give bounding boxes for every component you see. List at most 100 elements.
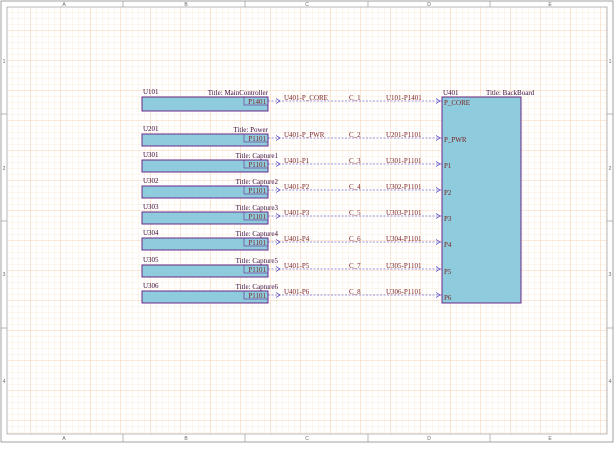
net-label: U401-P6 [284, 288, 310, 296]
net-label: U401-P1 [284, 157, 310, 165]
net-label: U401-P5 [284, 262, 310, 270]
block-title: Title: Capture4 [236, 230, 279, 238]
sheet-block-u201[interactable]: U201 Title: Power P1101 U401-P_PWR C_2 U… [141, 125, 442, 147]
block-ref: U302 [143, 177, 159, 185]
cap-label: C_2 [349, 131, 361, 139]
wire-arrow-icon [275, 213, 281, 219]
zone-labels-bottom: A B C D E [62, 436, 552, 442]
zone-label-e: E [548, 436, 552, 442]
net-label: U401-P_PWR [284, 131, 325, 139]
zone-label-c: C [305, 436, 309, 442]
dest-label: U301-P1101 [386, 157, 422, 165]
zone-label-1: 1 [609, 59, 612, 65]
zone-label-3: 3 [3, 272, 6, 278]
zone-label-b: B [184, 436, 188, 442]
wire-arrow-icon [275, 98, 281, 104]
block-ref: U101 [143, 88, 159, 96]
zone-labels-left: 1 2 3 4 [3, 59, 6, 385]
dest-label: U306-P1101 [386, 288, 422, 296]
block-title: Title: Power [233, 126, 268, 134]
zone-label-e: E [548, 2, 552, 8]
sheet-block-u302[interactable]: U302 Title: Capture2 P1101 U401-P2 C_4 U… [141, 177, 442, 199]
zone-label-a: A [62, 436, 66, 442]
block-title: Title: MainController [208, 89, 269, 97]
wire-arrow-icon [275, 135, 281, 141]
block-title: Title: Capture6 [236, 283, 279, 291]
zone-labels-top: A B C D E [62, 2, 552, 8]
zone-label-d: D [427, 436, 431, 442]
net-label: U401-P3 [284, 209, 310, 217]
zone-label-3: 3 [609, 272, 612, 278]
cap-label: C_3 [349, 157, 361, 165]
backboard-block[interactable]: U401 Title: BackBoard P_CORE P_PWR P1 P2… [441, 89, 535, 304]
wire-arrow-icon [435, 213, 441, 219]
block-title: Title: Capture5 [236, 257, 279, 265]
block-ref: U201 [143, 125, 159, 133]
zone-label-a: A [62, 2, 66, 8]
dest-label: U304-P1101 [386, 235, 422, 243]
block-port-label: P1101 [248, 187, 266, 195]
backboard-pin-p-core: P_CORE [444, 99, 470, 107]
backboard-pin-p4: P4 [444, 241, 452, 249]
wire-arrow-icon [435, 239, 441, 245]
wire-arrow-icon [275, 161, 281, 167]
cap-label: C_1 [349, 94, 361, 102]
block-title: Title: Capture3 [236, 204, 279, 212]
backboard-pin-p1: P1 [444, 162, 452, 170]
zone-label-d: D [427, 2, 431, 8]
wire-arrow-icon [275, 266, 281, 272]
dest-label: U305-P1101 [386, 262, 422, 270]
block-port-label: P1101 [248, 213, 266, 221]
sheet-block-u301[interactable]: U301 Title: Capture1 P1101 U401-P1 C_3 U… [141, 151, 442, 173]
dest-label: U101-P1401 [386, 94, 422, 102]
wire-arrow-icon [435, 292, 441, 298]
block-port-label: P1101 [248, 292, 266, 300]
zone-labels-right: 1 2 3 4 [609, 59, 612, 385]
backboard-body[interactable] [441, 96, 522, 304]
dest-label: U303-P1101 [386, 209, 422, 217]
zone-label-4: 4 [3, 379, 6, 385]
backboard-pin-p2: P2 [444, 189, 452, 197]
backboard-pin-p-pwr: P_PWR [444, 136, 467, 144]
block-ref: U305 [143, 256, 159, 264]
cap-label: C_8 [349, 288, 361, 296]
dest-label: U201-P1101 [386, 131, 422, 139]
sheet-block-u304[interactable]: U304 Title: Capture4 P1101 U401-P4 C_6 U… [141, 229, 442, 251]
block-ref: U306 [143, 282, 159, 290]
sheet-block-u303[interactable]: U303 Title: Capture3 P1101 U401-P3 C_5 U… [141, 203, 442, 225]
block-title: Title: Capture1 [236, 152, 279, 160]
wire-arrow-icon [435, 187, 441, 193]
block-title: Title: Capture2 [236, 178, 279, 186]
zone-label-1: 1 [3, 59, 6, 65]
net-label: U401-P4 [284, 235, 310, 243]
wire-arrow-icon [275, 187, 281, 193]
backboard-title: Title: BackBoard [486, 89, 535, 97]
dest-label: U302-P1101 [386, 183, 422, 191]
backboard-ref: U401 [443, 89, 459, 97]
block-ref: U303 [143, 203, 159, 211]
sheet-block-u101[interactable]: U101 Title: MainController P1401 U401-P_… [141, 88, 442, 112]
wire-arrow-icon [275, 292, 281, 298]
zone-markers-top [1, 1, 613, 442]
zone-label-2: 2 [3, 166, 6, 172]
block-port-label: P1101 [248, 239, 266, 247]
block-port-label: P1101 [248, 266, 266, 274]
wire-arrow-icon [435, 161, 441, 167]
block-ref: U301 [143, 151, 159, 159]
wire-arrow-icon [435, 266, 441, 272]
wire-arrow-icon [275, 239, 281, 245]
sheet-block-u305[interactable]: U305 Title: Capture5 P1101 U401-P5 C_7 U… [141, 256, 442, 278]
cap-label: C_6 [349, 235, 361, 243]
zone-label-c: C [305, 2, 309, 8]
sheet-block-u306[interactable]: U306 Title: Capture6 P1101 U401-P6 C_8 U… [141, 282, 442, 304]
backboard-pin-p3: P3 [444, 215, 452, 223]
block-port-label: P1101 [248, 161, 266, 169]
net-label: U401-P_CORE [284, 94, 328, 102]
block-ref: U304 [143, 229, 159, 237]
block-port-label: P1101 [248, 135, 266, 143]
zone-label-4: 4 [609, 379, 612, 385]
net-label: U401-P2 [284, 183, 310, 191]
wire-arrow-icon [435, 135, 441, 141]
